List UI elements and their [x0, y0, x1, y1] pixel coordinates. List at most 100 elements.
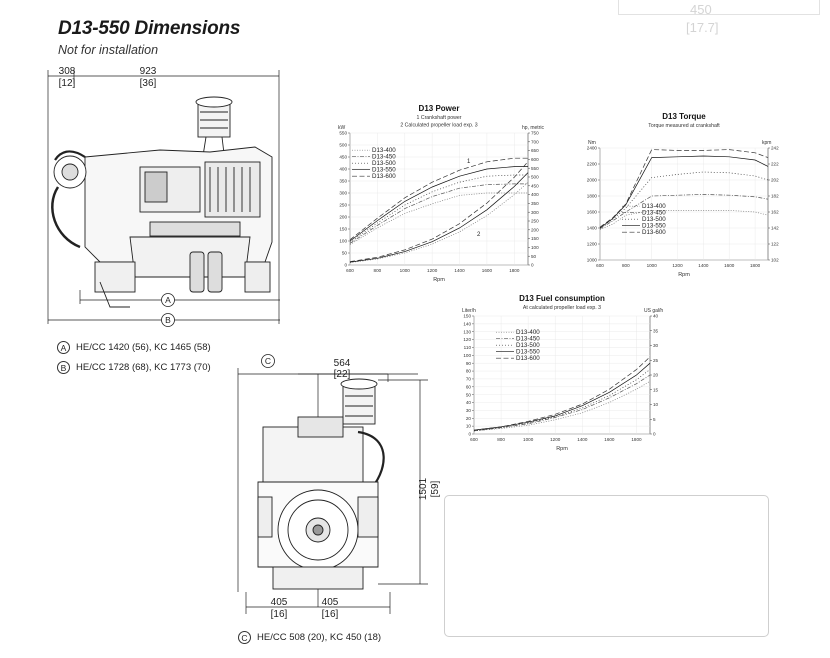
y-left-tick-label: 110 — [464, 345, 472, 350]
y-right-tick-label: 10 — [653, 402, 659, 407]
x-axis-label: Rpm — [556, 446, 568, 452]
chart-subtitle-line: At calculated propeller load exp. 3 — [523, 305, 601, 311]
y-right-tick-label: 30 — [653, 343, 659, 348]
x-tick-label: 1600 — [604, 437, 615, 442]
y-right-tick-label: 0 — [653, 432, 656, 437]
front-dim-bottom-right: 405 — [321, 597, 339, 608]
y-right-tick-label: 50 — [531, 254, 537, 259]
y-left-tick-label: 60 — [466, 384, 472, 389]
legend-label: D13-600 — [642, 229, 666, 236]
page-title: D13-550 Dimensions — [58, 18, 241, 39]
y-right-tick-label: 102 — [771, 258, 779, 263]
y-left-tick-label: 350 — [339, 179, 347, 184]
y-right-tick-label: 250 — [531, 219, 539, 224]
y-left-tick-label: 450 — [339, 155, 347, 160]
x-tick-label: 1400 — [698, 263, 709, 268]
x-tick-label: 1000 — [523, 437, 534, 442]
y-right-tick-label: 25 — [653, 358, 659, 363]
x-tick-label: 600 — [596, 263, 604, 268]
series-line-d13-450 — [473, 374, 651, 432]
series-line-d13-600 — [473, 356, 651, 431]
y-right-unit: US gal/h — [644, 308, 663, 314]
y-right-tick-label: 700 — [531, 139, 539, 144]
y-right-tick-label: 150 — [531, 236, 539, 241]
series-line-d13-450 — [349, 183, 528, 244]
page-subtitle: Not for installation — [58, 43, 159, 57]
note-a: A HE/CC 1420 (56), KC 1465 (58) — [57, 341, 211, 354]
series-line-d13-500 — [473, 369, 651, 432]
y-right-tick-label: 200 — [531, 227, 539, 232]
y-left-tick-label: 550 — [339, 131, 347, 136]
y-right-tick-label: 400 — [531, 192, 539, 197]
chart-subtitle-line: 1 Crankshaft power — [417, 115, 462, 121]
x-tick-label: 1600 — [724, 263, 735, 268]
front-marker-c: C — [264, 356, 272, 366]
marker-c-circle — [261, 354, 275, 368]
legend-label: D13-550 — [642, 223, 666, 230]
legend-label: D13-450 — [516, 336, 540, 343]
note-b: B HE/CC 1728 (68), KC 1773 (70) — [57, 361, 211, 374]
y-right-tick-label: 450 — [531, 183, 539, 188]
y-right-tick-label: 242 — [771, 146, 779, 151]
front-dim-height: 1501 — [418, 477, 429, 501]
note-c-text: HE/CC 508 (20), KC 450 (18) — [257, 632, 382, 643]
x-tick-label: 1200 — [672, 263, 683, 268]
y-right-tick-label: 15 — [653, 387, 659, 392]
y-left-tick-label: 0 — [344, 263, 347, 268]
y-left-tick-label: 1200 — [587, 242, 598, 247]
legend-label: D13-450 — [372, 154, 396, 161]
y-left-tick-label: 500 — [339, 143, 347, 148]
y-left-unit: Liter/h — [462, 308, 476, 314]
legend-label: D13-400 — [516, 329, 540, 336]
y-left-tick-label: 130 — [463, 329, 471, 334]
legend-label: D13-600 — [516, 355, 540, 362]
y-left-tick-label: 20 — [466, 416, 472, 421]
legend-label: D13-500 — [372, 160, 396, 167]
y-left-tick-label: 100 — [339, 239, 347, 244]
x-tick-label: 1200 — [427, 268, 438, 273]
x-axis-label: Rpm — [433, 277, 445, 283]
y-left-tick-label: 120 — [463, 337, 471, 342]
note-b-text: HE/CC 1728 (68), KC 1773 (70) — [76, 362, 211, 373]
engine-front-view — [237, 354, 428, 614]
x-axis-label: Rpm — [678, 272, 690, 278]
y-left-tick-label: 2200 — [587, 162, 598, 167]
note-a-text: HE/CC 1420 (56), KC 1465 (58) — [76, 342, 211, 353]
y-right-tick-label: 162 — [771, 210, 779, 215]
y-left-tick-label: 2400 — [587, 146, 598, 151]
faded-dimension-value: 450 — [690, 2, 712, 17]
series-line-d13-550 — [349, 166, 528, 242]
faded-dimension-line — [618, 0, 820, 15]
chart-annotation: 1 — [467, 159, 471, 165]
y-right-tick-label: 142 — [771, 226, 779, 231]
series-line-d13-550-propeller — [349, 172, 529, 263]
front-dim-bottom-left: 405 — [270, 597, 288, 608]
x-tick-label: 1800 — [750, 263, 761, 268]
y-left-tick-label: 1600 — [587, 210, 598, 215]
y-right-tick-label: 182 — [771, 194, 779, 199]
y-left-tick-label: 150 — [339, 227, 347, 232]
y-left-tick-label: 50 — [466, 392, 472, 397]
series-line-d13-600 — [349, 157, 528, 241]
legend-label: D13-450 — [642, 210, 666, 217]
y-left-unit: kW — [338, 125, 346, 131]
x-tick-label: 600 — [346, 268, 354, 273]
x-tick-label: 600 — [470, 437, 478, 442]
y-left-tick-label: 150 — [463, 314, 471, 319]
x-tick-label: 800 — [622, 263, 630, 268]
y-left-tick-label: 1800 — [587, 194, 598, 199]
legend-label: D13-500 — [642, 216, 666, 223]
x-tick-label: 1400 — [454, 268, 465, 273]
x-tick-label: 1000 — [647, 263, 658, 268]
side-dim-right: 923 — [139, 66, 157, 77]
y-right-tick-label: 20 — [653, 373, 659, 378]
y-right-tick-label: 600 — [531, 157, 539, 162]
y-right-tick-label: 40 — [653, 314, 659, 319]
y-right-tick-label: 5 — [653, 417, 656, 422]
front-dim-bottom-right-in: [16] — [321, 609, 339, 620]
y-left-tick-label: 0 — [468, 432, 471, 437]
note-b-marker: B — [57, 361, 70, 374]
legend-label: D13-400 — [372, 147, 396, 154]
chart-title: D13 Torque — [662, 112, 706, 121]
